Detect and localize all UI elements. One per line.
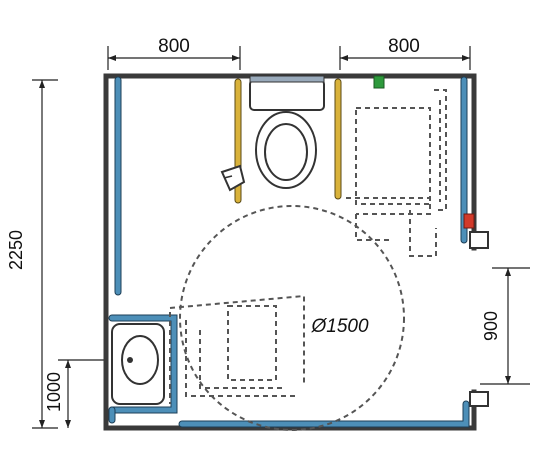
dimension-overall-height: 2250 — [6, 79, 58, 429]
wheelchair-top-outline — [346, 89, 447, 257]
dimension-sink-height: 1000 — [44, 359, 104, 428]
dimension-label-overall-height: 2250 — [6, 230, 26, 270]
red-indicator-icon — [463, 213, 475, 229]
dimension-top-left: 800 — [107, 36, 241, 70]
green-indicator-icon — [373, 75, 385, 89]
grab-rails — [108, 76, 470, 428]
dimension-label-top-left: 800 — [158, 36, 190, 57]
door-jamb-bottom — [469, 391, 489, 407]
turning-circle — [179, 205, 405, 431]
turning-circle-label: Ø1500 — [310, 316, 368, 337]
door-jamb-top — [469, 231, 489, 249]
dimension-top-right: 800 — [339, 36, 471, 70]
dimension-label-door-width: 900 — [481, 311, 501, 341]
dimension-label-top-right: 800 — [388, 36, 420, 57]
dimension-label-sink-height: 1000 — [44, 372, 64, 412]
drain-icon — [127, 357, 133, 363]
toilet — [249, 75, 325, 189]
dimension-door-width: 900 — [480, 267, 530, 385]
wheelchair-bottom-outline — [169, 294, 305, 404]
paper-holder-icon — [220, 164, 246, 192]
sink — [111, 323, 165, 405]
toilet-tank — [249, 79, 325, 111]
